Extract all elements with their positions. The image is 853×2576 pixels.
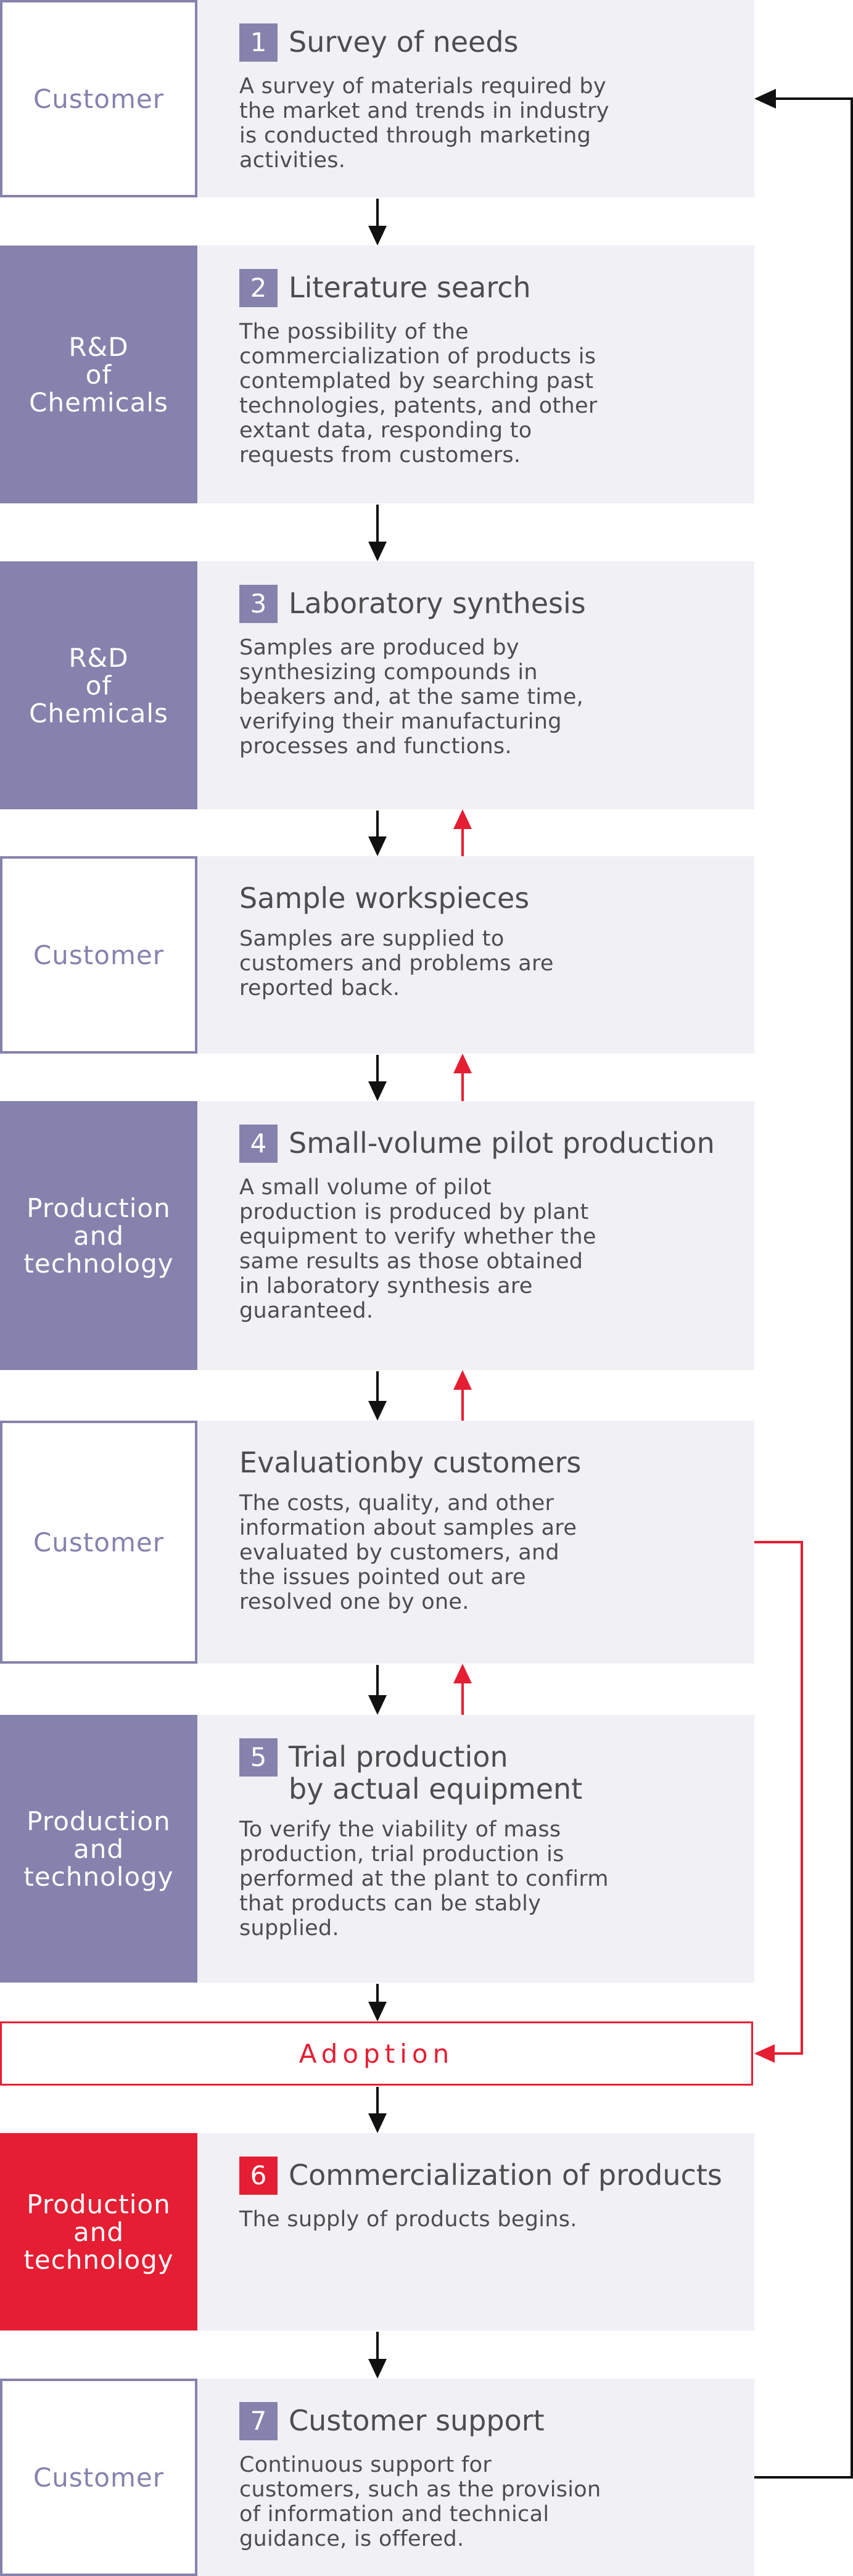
step-content: 1 Survey of needs A survey of materials re…: [239, 23, 745, 173]
step-header: 5 Trial production by actual equipment: [239, 1738, 745, 1805]
actor-label: Production and technology: [23, 2189, 174, 2275]
step-number-badge: 1: [239, 23, 278, 62]
actor-box: Customer: [0, 2379, 197, 2576]
step-header: 1 Survey of needs: [239, 23, 745, 62]
step-title: Customer support: [289, 2404, 545, 2437]
actor-label: Customer: [33, 83, 164, 114]
step-title: Survey of needs: [289, 25, 519, 59]
step-description: A survey of materials required by the ma…: [239, 74, 609, 173]
actor-box: Customer: [0, 0, 197, 197]
step-description: Samples are supplied to customers and pr…: [239, 927, 554, 1001]
step-content: 4 Small-volume pilot production A small vo…: [239, 1125, 745, 1323]
support-to-survey-line: [754, 97, 853, 2479]
actor-label: Customer: [33, 2462, 164, 2493]
actor-label: Customer: [33, 939, 164, 970]
feedback-arrow-4-head: [453, 1664, 472, 1683]
step-number-badge: 3: [239, 585, 278, 623]
step-number-badge: 2: [239, 269, 278, 307]
step-commercialization: Production and technology 6 Commercializat…: [0, 2133, 754, 2330]
feedback-arrow-2-head: [453, 1054, 472, 1073]
step-trial: Production and technology 5 Trial producti…: [0, 1715, 754, 1983]
actor-box: R&D of Chemicals: [0, 561, 197, 809]
step-title: Commercialization of products: [289, 2158, 722, 2192]
step-header: 6 Commercialization of products: [239, 2157, 745, 2195]
down-arrow-1-head: [368, 226, 387, 246]
actor-box: Customer: [0, 1421, 197, 1664]
step-title: Sample workspieces: [239, 881, 530, 915]
down-arrow-2-head: [368, 542, 387, 561]
evaluation-to-adoption-line: [754, 1541, 803, 2055]
step-number-badge: 4: [239, 1125, 278, 1163]
step-number-badge: 5: [239, 1738, 278, 1777]
actor-label: Production and technology: [23, 1192, 174, 1279]
down-arrow-5-head: [368, 1401, 387, 1421]
down-arrow-6-head: [368, 1695, 387, 1715]
step-number-badge: 7: [239, 2402, 278, 2440]
down-arrow-8-head: [368, 2359, 387, 2379]
actor-label: R&D of Chemicals: [29, 331, 168, 418]
step-content: 5 Trial production by actual equipment To …: [239, 1738, 745, 1941]
actor-box: Production and technology: [0, 1715, 197, 1983]
step-survey: Customer 1 Survey of needs A survey of mate…: [0, 0, 754, 197]
step-title: Evaluationby customers: [239, 1446, 582, 1479]
actor-label: Customer: [33, 1527, 164, 1558]
step-title: Trial production by actual equipment: [289, 1740, 583, 1806]
step-header: 2 Literature search: [239, 269, 745, 307]
feedback-arrow-3-head: [453, 1370, 472, 1390]
step-description: Samples are produced by synthesizing com…: [239, 635, 584, 759]
actor-box: Production and technology: [0, 2133, 197, 2330]
step-title: Literature search: [289, 271, 531, 304]
down-arrow-4-head: [368, 1081, 387, 1101]
evaluation-to-adoption-head: [754, 2044, 775, 2063]
step-description: To verify the viability of mass producti…: [239, 1817, 609, 1941]
step-description: The possibility of the commercialization…: [239, 320, 598, 468]
actor-box: Customer: [0, 856, 197, 1054]
step-number-badge: 6: [239, 2157, 278, 2195]
adoption-box: Adoption: [0, 2021, 753, 2086]
step-description: A small volume of pilot production is pr…: [239, 1175, 596, 1323]
step-title: Small-volume pilot production: [289, 1126, 715, 1160]
step-pilot: Production and technology 4 Small-volume p…: [0, 1101, 754, 1370]
feedback-arrow-1-head: [453, 809, 472, 829]
step-header: 4 Small-volume pilot production: [239, 1125, 745, 1163]
step-header: Sample workspieces: [239, 880, 745, 914]
step-header: Evaluationby customers: [239, 1444, 745, 1479]
step-description: The supply of products begins.: [239, 2207, 577, 2232]
actor-box: R&D of Chemicals: [0, 246, 197, 503]
step-description: Continuous support for customers, such a…: [239, 2453, 601, 2551]
actor-label: Production and technology: [23, 1806, 174, 1892]
support-to-survey-head: [754, 89, 776, 109]
step-header: 3 Laboratory synthesis: [239, 585, 745, 623]
down-arrow-7-head: [368, 2113, 387, 2133]
down-arrow-to-adoption-head: [368, 2002, 387, 2021]
step-description: The costs, quality, and other informatio…: [239, 1491, 577, 1614]
actor-label: R&D of Chemicals: [29, 642, 168, 729]
down-arrow-3-head: [368, 836, 387, 856]
actor-box: Production and technology: [0, 1101, 197, 1370]
adoption-label: Adoption: [299, 2038, 455, 2069]
step-header: 7 Customer support: [239, 2402, 745, 2440]
step-title: Laboratory synthesis: [289, 587, 586, 620]
